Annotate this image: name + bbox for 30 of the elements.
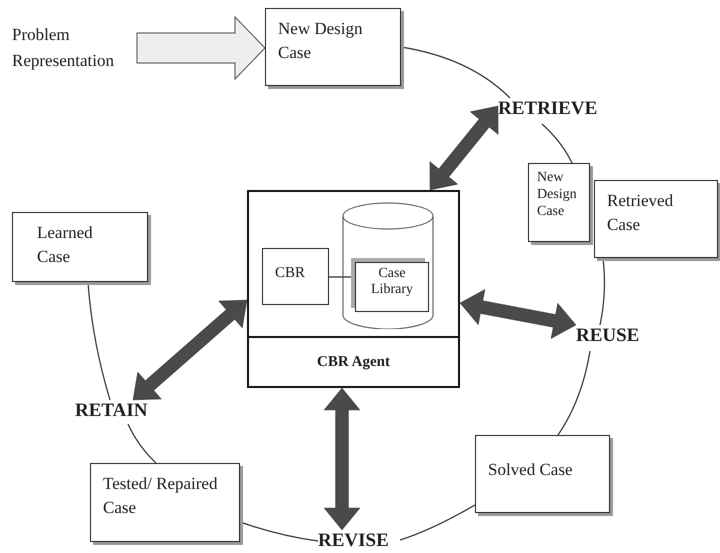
case-label: CBR [275,264,306,283]
phase-label: REUSE [576,325,648,351]
arrow [460,289,576,339]
arrow [136,16,266,80]
arrow [132,300,248,400]
phase-label: RETRIEVE [498,98,610,124]
case-box [12,212,148,282]
arrow [324,388,360,530]
arrow [430,106,498,190]
connector-line [127,424,156,464]
agent-box [247,190,460,388]
case-box [475,435,610,513]
phase-label: RETAIN [75,400,159,424]
case-label: Learned Case [37,222,94,268]
case-label: New Design Case [537,170,578,220]
case-box [262,248,329,305]
problem-label: Problem Representation [12,22,137,80]
case-label: Retrieved Case [607,190,674,236]
case-box [594,180,718,258]
case-box [90,463,240,542]
case-label: Tested/ Repaired Case [103,473,218,519]
phase-label: REVISE [318,530,400,553]
case-box [265,8,401,86]
case-label: Solved Case [488,459,574,481]
connector-line [400,504,476,541]
case-label: New Design Case [278,18,364,64]
case-box [528,163,590,242]
case-label: Case Library [370,266,414,298]
connector-line [558,350,591,436]
connector-line [542,124,573,164]
